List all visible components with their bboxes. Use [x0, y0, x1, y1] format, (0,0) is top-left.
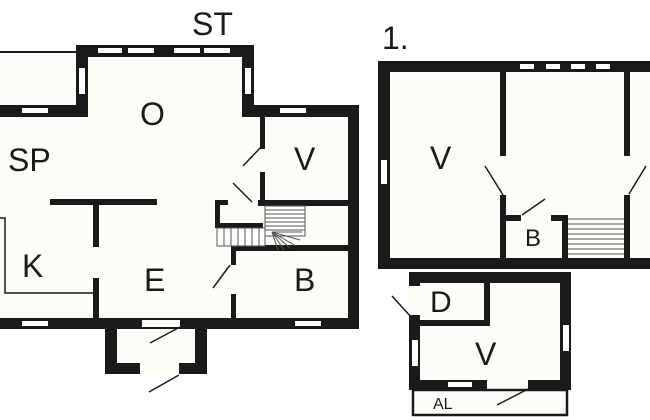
room-label-o: O: [140, 96, 165, 132]
floor-label: 1.: [382, 20, 409, 56]
room-label-v-annex: V: [475, 336, 497, 372]
room-label-b-ground: B: [294, 262, 316, 298]
room-label-k: K: [22, 248, 44, 284]
room-label-v-ground: V: [294, 141, 316, 177]
room-label-sp: SP: [8, 142, 51, 178]
ground-floor-plan: [0, 45, 359, 393]
orientation-label: ST: [192, 6, 233, 42]
room-label-b-upper: B: [525, 225, 542, 252]
room-label-e: E: [144, 262, 166, 298]
room-label-d: D: [430, 286, 452, 319]
room-label-v-upper: V: [430, 140, 452, 176]
upper-floor-plan: [378, 61, 650, 269]
annex-plan: [391, 272, 571, 417]
room-label-al: AL: [433, 396, 453, 413]
